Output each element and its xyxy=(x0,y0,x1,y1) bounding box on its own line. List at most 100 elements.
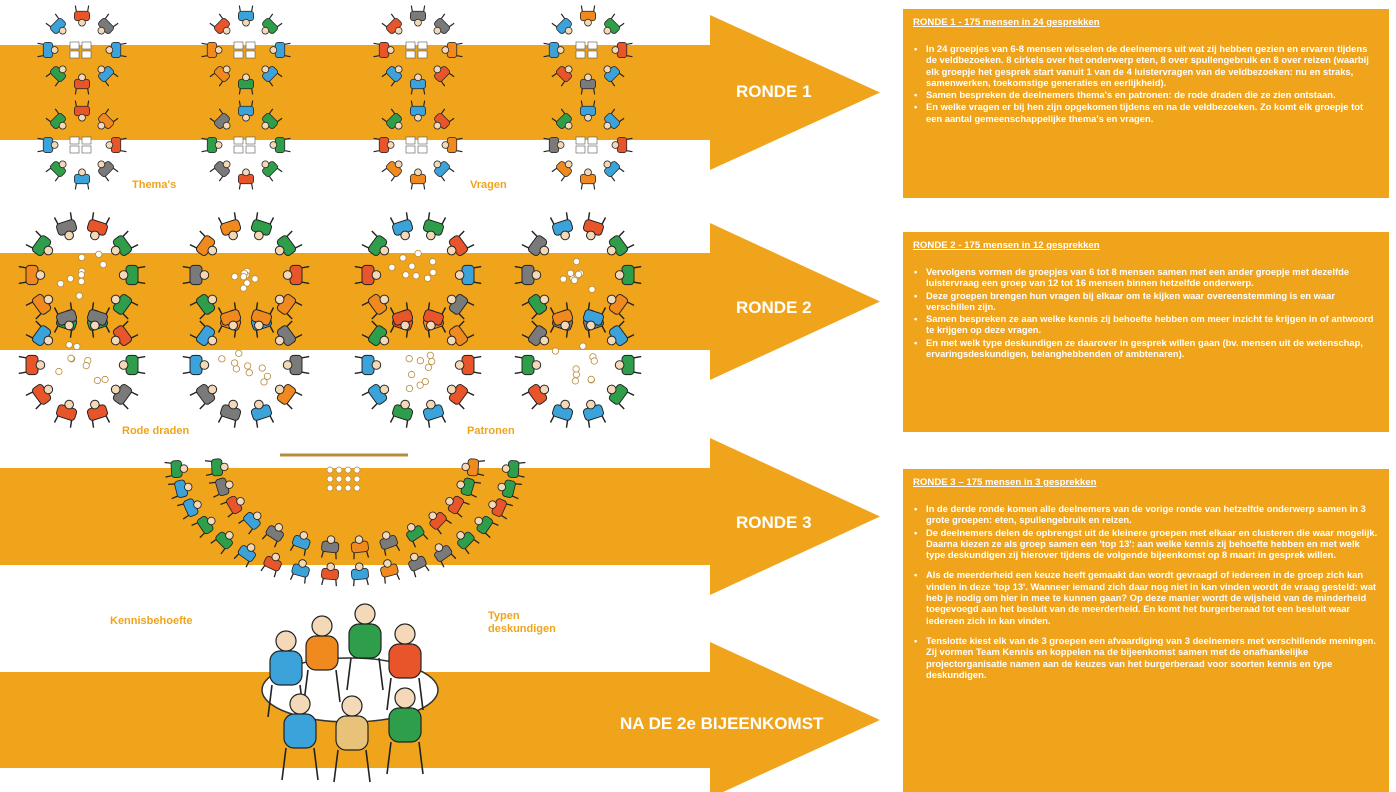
person-icon xyxy=(606,230,635,256)
person-icon xyxy=(361,230,390,256)
person-icon xyxy=(549,399,574,428)
person-icon xyxy=(454,354,482,376)
person-icon xyxy=(261,160,283,182)
person-icon xyxy=(543,42,565,58)
note-marker xyxy=(99,260,107,269)
note-marker xyxy=(353,475,361,483)
person-icon xyxy=(611,42,633,58)
note-marker xyxy=(335,475,343,483)
person-icon xyxy=(25,384,54,410)
person-icon xyxy=(521,294,550,320)
person-icon xyxy=(53,302,78,331)
panel-ronde-1: RONDE 1 - 175 mensen in 24 gesprekken In… xyxy=(903,9,1389,198)
person-icon xyxy=(346,603,384,691)
person-icon xyxy=(105,42,127,58)
person-icon xyxy=(386,687,424,775)
people-circle-illustration xyxy=(201,100,291,190)
person-icon xyxy=(521,320,550,346)
note-marker xyxy=(571,377,579,385)
person-icon xyxy=(74,73,90,95)
person-icon xyxy=(582,302,607,331)
note-marker xyxy=(335,466,343,474)
person-icon xyxy=(189,320,218,346)
note-marker xyxy=(353,466,361,474)
table-papers xyxy=(405,136,428,154)
person-icon xyxy=(289,559,310,584)
round-1-label: RONDE 1 xyxy=(736,82,812,101)
person-icon xyxy=(373,42,395,58)
note-marker xyxy=(587,375,595,383)
person-icon xyxy=(456,477,481,498)
person-icon xyxy=(389,212,414,241)
panel-ronde-3-list: In de derde ronde komen alle deelnemers … xyxy=(913,503,1379,680)
person-icon xyxy=(97,65,119,87)
note-marker xyxy=(590,357,598,365)
round-2-label: RONDE 2 xyxy=(736,298,812,317)
person-icon xyxy=(261,13,283,35)
note-marker xyxy=(429,268,437,276)
panel-ronde-3-bullet: Tenslotte kiest elk van de 3 groepen een… xyxy=(914,635,1379,680)
person-icon xyxy=(282,264,310,286)
person-icon xyxy=(446,294,475,320)
person-icon xyxy=(189,294,218,320)
person-icon xyxy=(350,535,370,560)
note-marker xyxy=(82,362,90,370)
panel-ronde-3-bullet: De deelnemers delen de opbrengst uit de … xyxy=(914,527,1379,561)
caption-patronen: Patronen xyxy=(467,425,515,437)
panel-ronde-2-bullet: En met welk type deskundigen ze daarover… xyxy=(914,337,1379,360)
person-icon xyxy=(410,5,426,27)
after-meeting-label: NA DE 2e BIJEENKOMST xyxy=(620,714,824,733)
person-icon xyxy=(189,384,218,410)
person-icon xyxy=(204,458,229,477)
panel-ronde-1-bullet: In 24 groepjes van 6-8 mensen wisselen d… xyxy=(914,43,1379,88)
person-icon xyxy=(37,137,59,153)
note-marker xyxy=(239,284,248,292)
person-icon xyxy=(549,302,574,331)
person-icon xyxy=(488,498,513,520)
person-icon xyxy=(582,399,607,428)
note-marker xyxy=(344,475,352,483)
note-marker xyxy=(231,272,239,281)
person-icon xyxy=(379,531,401,556)
person-icon xyxy=(354,354,382,376)
person-icon xyxy=(210,531,234,555)
note-marker xyxy=(416,357,424,365)
note-marker xyxy=(412,272,420,280)
note-marker xyxy=(326,475,334,483)
person-icon xyxy=(433,13,455,35)
person-icon xyxy=(380,559,401,584)
note-marker xyxy=(55,367,63,376)
table-papers xyxy=(233,136,256,154)
note-marker xyxy=(57,280,65,288)
note-marker xyxy=(402,271,410,279)
note-marker xyxy=(399,254,407,262)
person-icon xyxy=(603,13,625,35)
people-cluster-illustration xyxy=(182,302,310,428)
note-marker xyxy=(77,277,86,286)
people-circle-illustration xyxy=(37,100,127,190)
person-icon xyxy=(456,531,480,555)
note-marker xyxy=(428,357,436,366)
person-icon xyxy=(74,5,90,27)
panel-ronde-2-bullet: Samen bespreken ze aan welke kennis zij … xyxy=(914,313,1379,336)
person-icon xyxy=(217,212,242,241)
person-icon xyxy=(220,495,245,518)
note-marker xyxy=(260,378,268,386)
note-marker xyxy=(244,362,252,370)
note-marker xyxy=(101,375,109,384)
note-marker xyxy=(559,275,567,283)
person-icon xyxy=(350,562,369,587)
note-marker xyxy=(251,275,259,283)
person-icon xyxy=(551,13,573,35)
people-circle-illustration xyxy=(37,5,127,95)
person-icon xyxy=(603,160,625,182)
caption-rode-draden: Rode draden xyxy=(122,425,190,437)
person-icon xyxy=(281,693,319,781)
note-marker xyxy=(405,355,413,363)
panel-ronde-3-bullet: In de derde ronde komen alle deelnemers … xyxy=(914,503,1379,526)
person-icon xyxy=(410,73,426,95)
person-icon xyxy=(110,320,139,346)
note-marker xyxy=(93,376,102,385)
person-icon xyxy=(217,399,242,428)
person-icon xyxy=(274,294,303,320)
